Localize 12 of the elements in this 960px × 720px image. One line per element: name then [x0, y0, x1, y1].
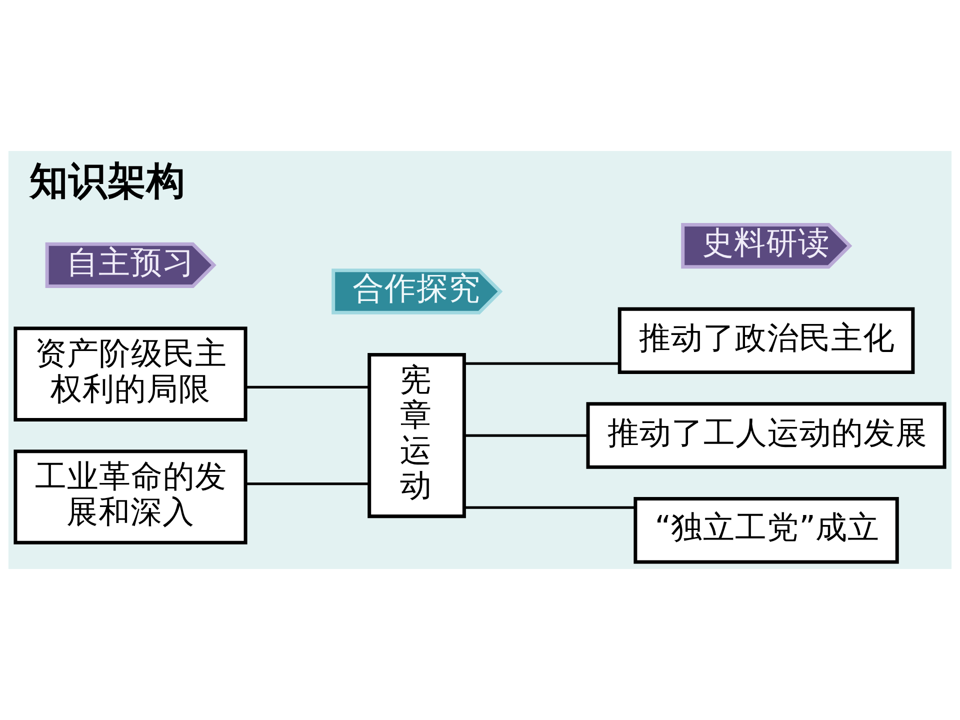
node-box: 资产阶级民主权利的局限 — [14, 326, 248, 422]
node-box: 宪章运动 — [368, 352, 466, 518]
node-box: 推动了工人运动的发展 — [586, 402, 946, 469]
connector — [246, 482, 369, 486]
connector — [464, 362, 620, 365]
node-box: 工业革命的发展和深入 — [14, 450, 248, 544]
node-box: “独立工党”成立 — [634, 497, 899, 564]
diagram-title: 知识架构 — [30, 159, 186, 204]
connector — [464, 434, 588, 437]
node-box: 推动了政治民主化 — [618, 307, 915, 374]
connector — [464, 506, 635, 509]
connector — [246, 386, 369, 389]
